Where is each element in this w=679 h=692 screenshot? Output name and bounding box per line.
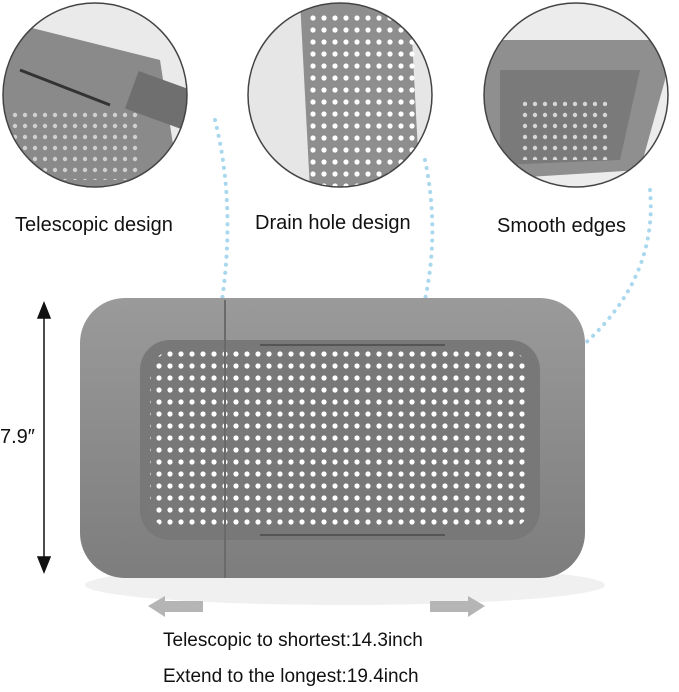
shortest-length-label: Telescopic to shortest:14.3inch <box>163 630 423 651</box>
arrow-left-icon <box>148 596 203 617</box>
detail-circle-drain-holes <box>248 3 432 187</box>
feature-label-telescopic: Telescopic design <box>15 214 173 236</box>
feature-label-edges: Smooth edges <box>497 215 626 237</box>
longest-length-label: Extend to the longest:19.4inch <box>163 666 419 687</box>
colander-basket <box>80 298 605 605</box>
length-arrows <box>148 596 485 617</box>
detail-circle-smooth-edges <box>484 3 668 187</box>
feature-label-drain: Drain hole design <box>255 212 411 234</box>
height-dimension-arrow <box>36 300 52 575</box>
height-label: 7.9″ <box>0 426 35 448</box>
arrow-right-icon <box>430 596 485 617</box>
